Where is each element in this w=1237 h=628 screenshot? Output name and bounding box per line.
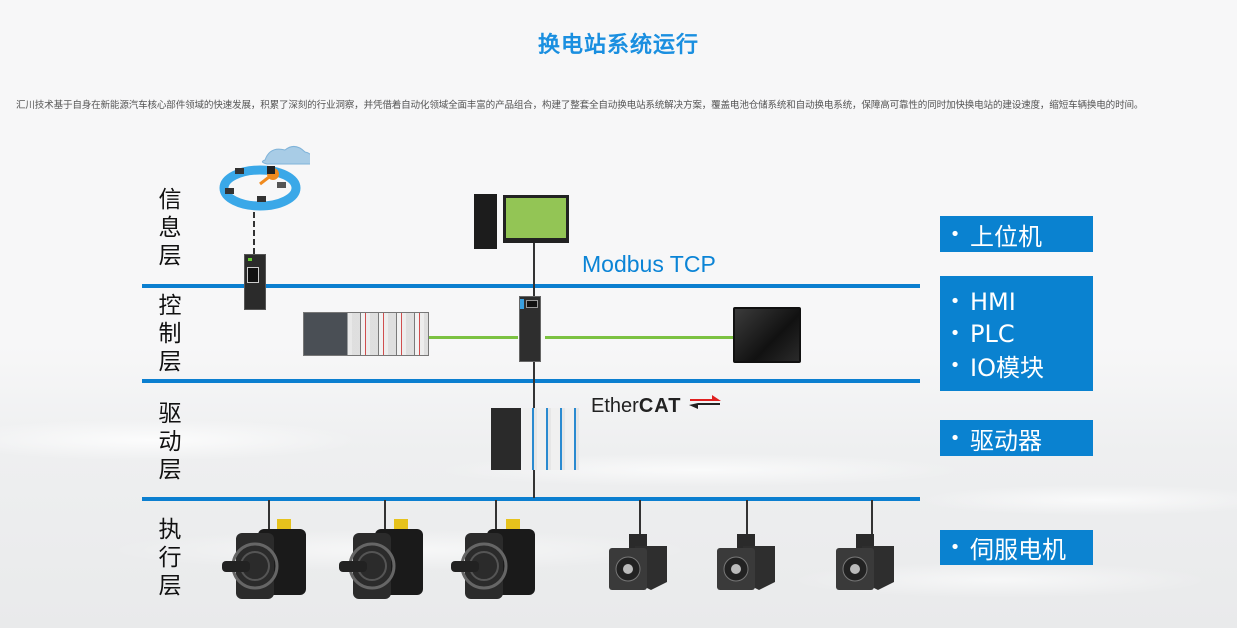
plc-rack-icon [303, 312, 429, 356]
bus-line-modbus [142, 284, 920, 288]
hmi-panel-icon [733, 307, 801, 363]
servo-motor-small-icon [836, 534, 894, 590]
link-plc [428, 336, 518, 339]
modbus-tcp-label: Modbus TCP [582, 251, 716, 277]
controller-icon [519, 296, 541, 362]
servo-motor-large-icon [222, 519, 306, 599]
link-hmi [545, 336, 733, 339]
ethercat-logo: EtherCAT [591, 395, 722, 418]
gateway-icon [244, 254, 266, 310]
bus-line-control [142, 379, 920, 383]
monitor-stand [524, 238, 542, 242]
page-title: 换电站系统运行 [537, 33, 699, 58]
cloud-network-icon [219, 146, 310, 211]
category-box-drive: •驱动器 [940, 420, 1093, 456]
dashed-link [253, 212, 255, 254]
motor-link-2 [384, 500, 386, 540]
motor-link-6 [871, 500, 873, 540]
motor-link-4 [639, 500, 641, 540]
motor-link-5 [746, 500, 748, 540]
motor-link-3 [495, 500, 497, 540]
main-vertical-link [533, 240, 535, 498]
servo-motor-small-icon [717, 534, 775, 590]
servo-motor-large-icon [451, 519, 535, 599]
category-box-control: •HMI •PLC •IO模块 [940, 276, 1093, 391]
category-box-motor: •伺服电机 [940, 530, 1093, 565]
bus-line-ethercat [142, 497, 920, 501]
pc-tower-icon [474, 194, 497, 249]
layer-label-actuator: 执行层 [158, 517, 182, 599]
layer-label-info: 信息层 [158, 187, 182, 269]
motor-link-1 [268, 500, 270, 540]
servo-motor-small-icon [609, 534, 667, 590]
category-box-host: •上位机 [940, 216, 1093, 252]
servo-drive-rack-icon [491, 408, 579, 470]
intro-paragraph: 汇川技术基于自身在新能源汽车核心部件领域的快速发展，积累了深刻的行业洞察，并凭借… [16, 100, 1144, 111]
servo-motor-large-icon [339, 519, 423, 599]
ethercat-arrows-icon [689, 395, 721, 409]
layer-label-drive: 驱动层 [158, 401, 182, 483]
layer-label-control: 控制层 [158, 293, 182, 375]
monitor-icon [503, 195, 569, 243]
